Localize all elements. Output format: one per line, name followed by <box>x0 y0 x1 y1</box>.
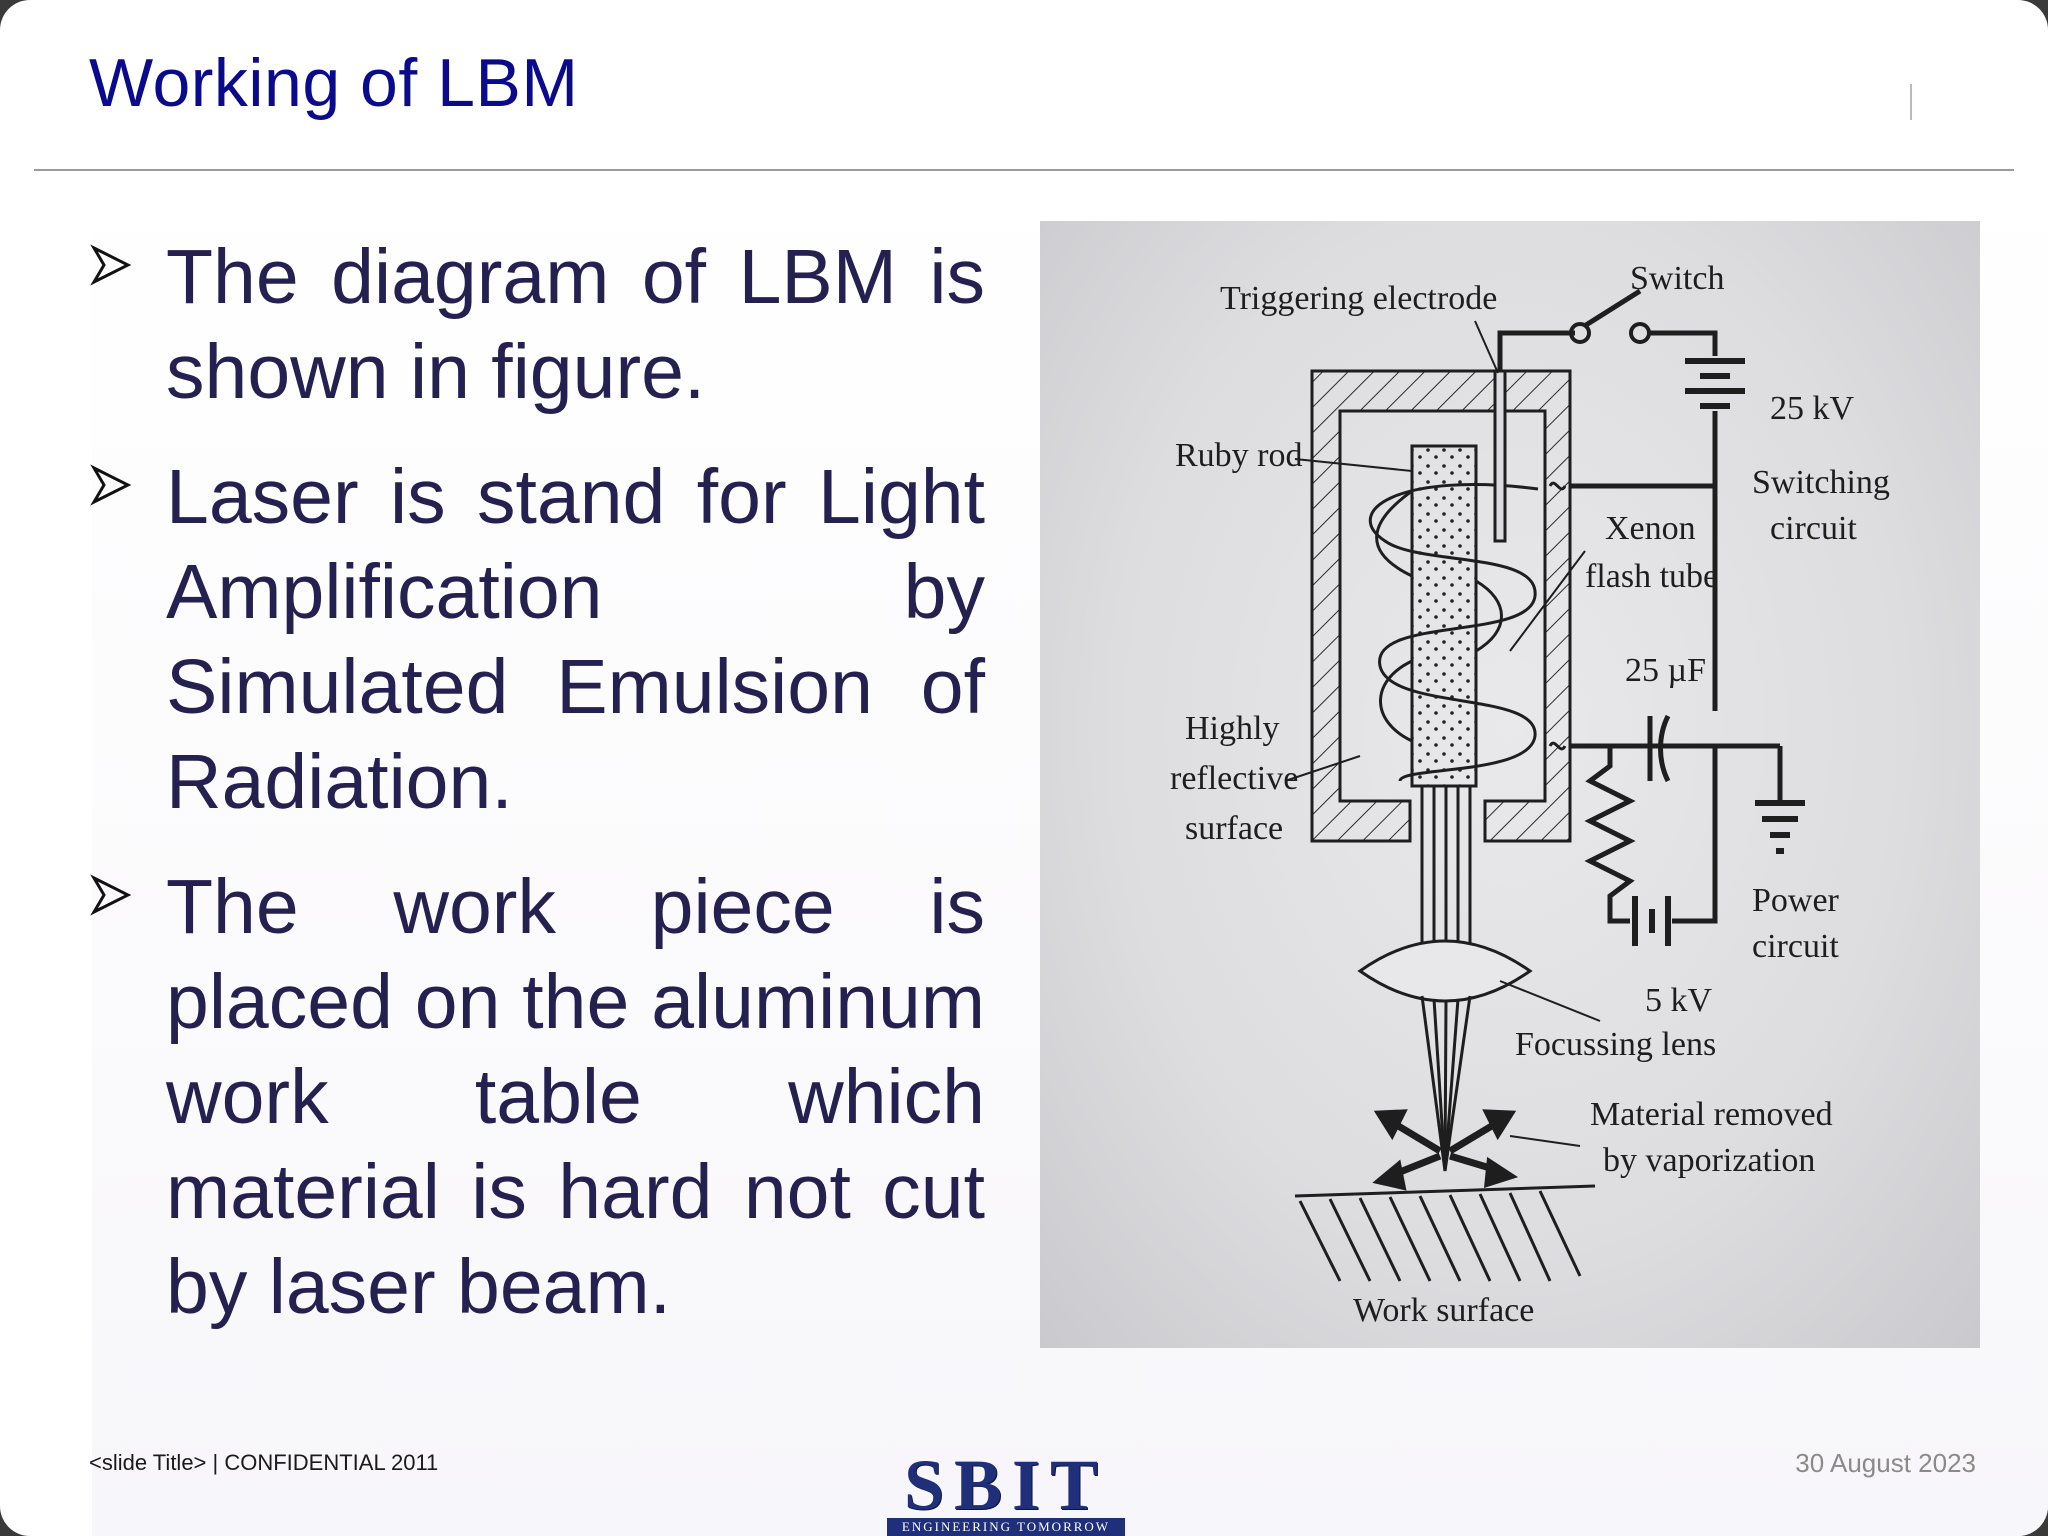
ground-icon <box>1755 746 1805 854</box>
label-triggering-electrode: Triggering electrode <box>1220 280 1497 317</box>
ruby-rod <box>1410 444 1478 788</box>
label-material-removed: Material removed <box>1590 1096 1833 1133</box>
label-highly-reflective: surface <box>1185 810 1283 847</box>
logo-tagline: ENGINEERING TOMORROW <box>887 1518 1125 1536</box>
focusing-lens <box>1357 939 1533 1003</box>
sbit-logo: SBIT ENGINEERING TOMORROW <box>885 1445 1127 1536</box>
label-switching-circuit: circuit <box>1770 510 1857 547</box>
label-ruby-rod: Ruby rod <box>1175 437 1303 474</box>
label-xenon-flash-tube: flash tube <box>1585 558 1718 595</box>
bullet-item: The work piece is placed on the aluminum… <box>90 860 985 1335</box>
battery-25kv <box>1685 358 1745 711</box>
footer-date: 30 August 2023 <box>1795 1448 1976 1478</box>
bullet-text: The diagram of LBM is shown in figure. <box>166 234 985 415</box>
bullet-list: The diagram of LBM is shown in figure. L… <box>90 230 985 1365</box>
xenon-flash-tube <box>1368 483 1539 782</box>
bullet-item: The diagram of LBM is shown in figure. <box>90 230 985 420</box>
label-switch: Switch <box>1630 260 1724 297</box>
lbm-diagram-figure: Switch Triggering electrode 25 kV Ruby r… <box>1040 221 1980 1348</box>
bullet-text: Laser is stand for Light Amplification b… <box>166 454 985 825</box>
work-surface <box>1294 1184 1596 1282</box>
arrow-bullet-icon <box>90 874 132 916</box>
slide-title: Working of LBM <box>89 45 579 121</box>
title-rule <box>34 169 2014 171</box>
laser-beam <box>1420 786 1472 961</box>
label-work-surface: Work surface <box>1353 1292 1534 1329</box>
label-focussing-lens: Focussing lens <box>1515 1026 1716 1063</box>
triggering-electrode <box>1493 369 1507 543</box>
logo-wordmark: SBIT <box>903 1445 1109 1525</box>
label-material-removed: by vaporization <box>1603 1142 1815 1179</box>
bullet-text: The work piece is placed on the aluminum… <box>166 864 985 1330</box>
label-power-circuit: circuit <box>1752 928 1839 965</box>
label-highly-reflective: Highly <box>1185 710 1279 747</box>
label-25uf: 25 µF <box>1625 652 1706 689</box>
switch <box>1584 288 1642 328</box>
lbm-diagram: Switch Triggering electrode 25 kV Ruby r… <box>1170 260 1890 1329</box>
footer-confidential: <slide Title> | CONFIDENTIAL 2011 <box>89 1450 439 1475</box>
title-divider-tick <box>1910 84 1912 120</box>
label-25kv: 25 kV <box>1770 390 1855 427</box>
label-highly-reflective: reflective <box>1170 760 1298 797</box>
reflective-housing <box>1310 369 1572 843</box>
power-circuit <box>1584 746 1718 946</box>
bullet-item: Laser is stand for Light Amplification b… <box>90 450 985 830</box>
label-power-circuit: Power <box>1752 882 1840 919</box>
arrow-bullet-icon <box>90 244 132 286</box>
vaporization-arrows <box>1372 1109 1519 1191</box>
label-5kv: 5 kV <box>1645 982 1713 1019</box>
label-switching-circuit: Switching <box>1752 464 1890 501</box>
arrow-bullet-icon <box>90 464 132 506</box>
capacitor-25uf <box>1647 714 1671 783</box>
label-xenon-flash-tube: Xenon <box>1605 510 1696 547</box>
